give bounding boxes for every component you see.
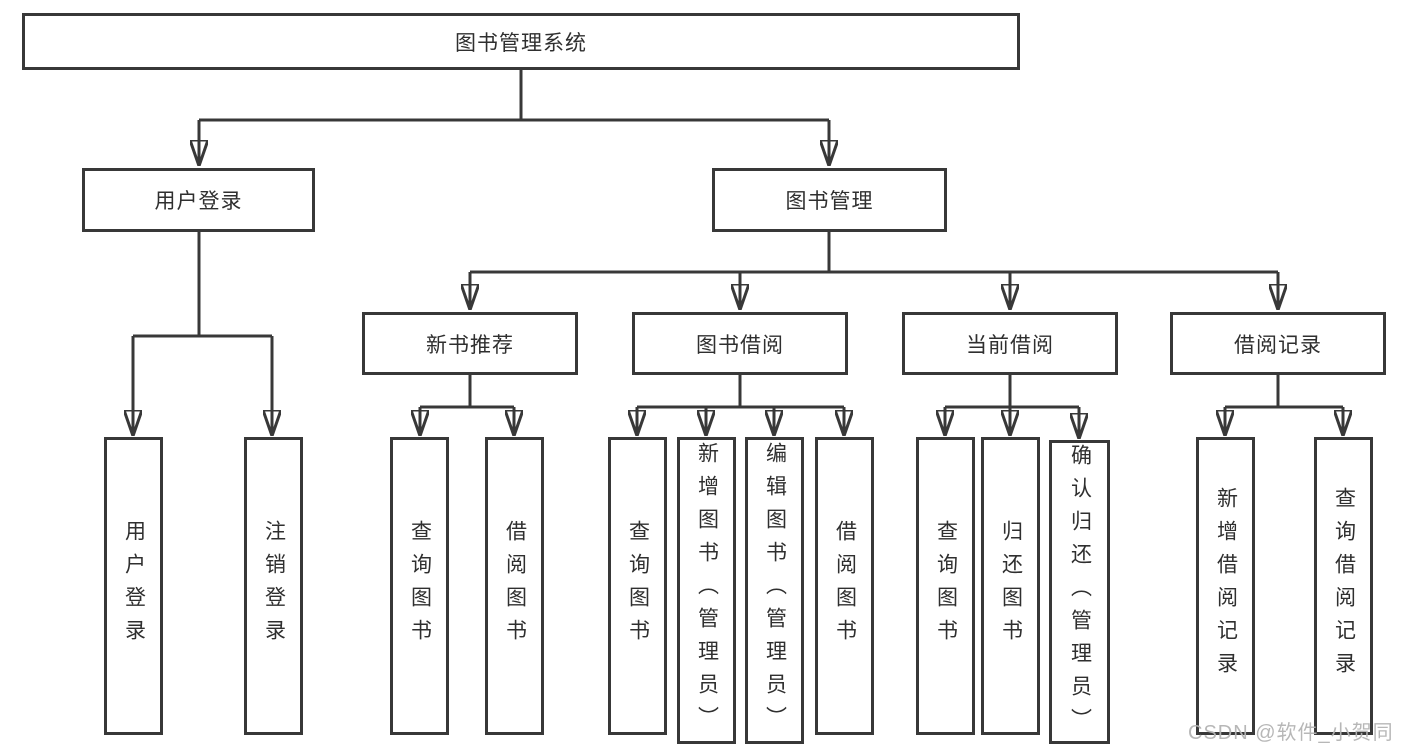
node-borrowing-records: 借阅记录 xyxy=(1170,312,1386,375)
node-book-borrowing: 图书借阅 xyxy=(632,312,848,375)
leaf-current-query-books: 查询图书 xyxy=(916,437,975,735)
leaf-borrow-borrow-books: 借阅图书 xyxy=(815,437,874,735)
leaf-records-query-borrow-record-label: 查询借阅记录 xyxy=(1332,487,1356,685)
leaf-borrow-query-books-label: 查询图书 xyxy=(626,520,650,652)
leaf-logout-label: 注销登录 xyxy=(262,520,286,652)
leaf-current-return-books: 归还图书 xyxy=(981,437,1040,735)
leaf-records-add-borrow-record-label: 新增借阅记录 xyxy=(1214,487,1238,685)
leaf-borrow-edit-books-admin-label: 编辑图书（管理员） xyxy=(763,442,787,739)
leaf-borrow-edit-books-admin: 编辑图书（管理员） xyxy=(745,437,804,744)
leaf-borrow-add-books-admin-label: 新增图书（管理员） xyxy=(695,442,719,739)
leaf-current-return-books-label: 归还图书 xyxy=(999,520,1023,652)
leaf-recommend-borrow-books: 借阅图书 xyxy=(485,437,544,735)
leaf-current-confirm-return-admin-label: 确认归还（管理员） xyxy=(1068,443,1092,741)
leaf-user-login-label: 用户登录 xyxy=(122,520,146,652)
leaf-recommend-query-books-label: 查询图书 xyxy=(408,520,432,652)
leaf-borrow-add-books-admin: 新增图书（管理员） xyxy=(677,437,736,744)
node-root-library-management-system: 图书管理系统 xyxy=(22,13,1020,70)
leaf-user-login: 用户登录 xyxy=(104,437,163,735)
leaf-current-confirm-return-admin: 确认归还（管理员） xyxy=(1049,440,1110,744)
leaf-records-query-borrow-record: 查询借阅记录 xyxy=(1314,437,1373,735)
node-current-borrowing: 当前借阅 xyxy=(902,312,1118,375)
leaf-borrow-query-books: 查询图书 xyxy=(608,437,667,735)
leaf-logout: 注销登录 xyxy=(244,437,303,735)
leaf-records-add-borrow-record: 新增借阅记录 xyxy=(1196,437,1255,735)
leaf-borrow-borrow-books-label: 借阅图书 xyxy=(833,520,857,652)
node-book-management: 图书管理 xyxy=(712,168,947,232)
leaf-recommend-borrow-books-label: 借阅图书 xyxy=(503,520,527,652)
leaf-recommend-query-books: 查询图书 xyxy=(390,437,449,735)
node-user-login: 用户登录 xyxy=(82,168,315,232)
node-new-book-recommend: 新书推荐 xyxy=(362,312,578,375)
leaf-current-query-books-label: 查询图书 xyxy=(934,520,958,652)
